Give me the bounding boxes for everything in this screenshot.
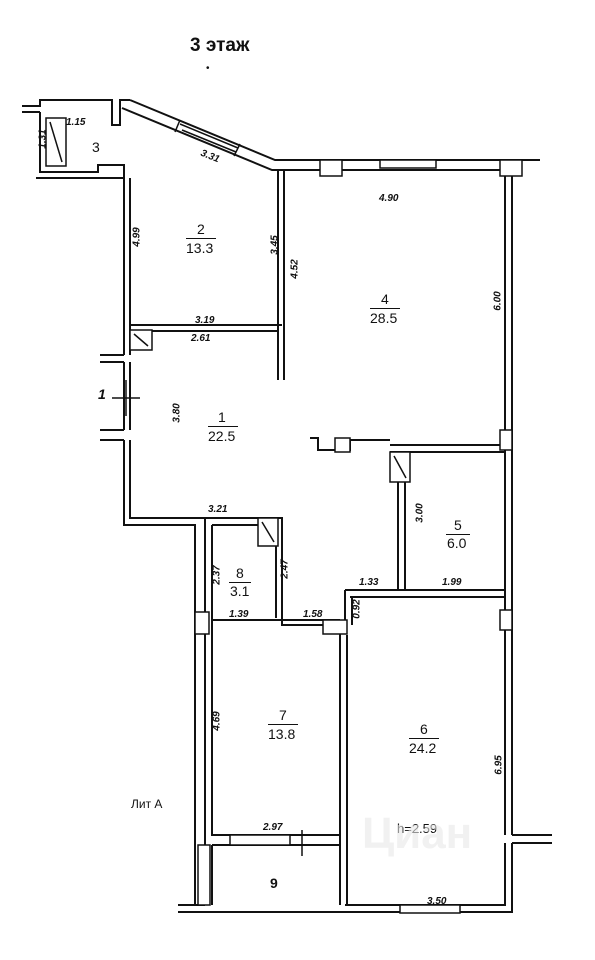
dim-2-97: 2.97 <box>263 822 283 833</box>
room-4-area: 28.5 <box>370 310 398 326</box>
window-room4 <box>379 159 437 169</box>
dim-4-99: 4.99 <box>131 227 143 247</box>
lit-label: Лит А <box>131 797 163 811</box>
room-8-number: 8 <box>236 565 244 581</box>
dim-6-00: 6.00 <box>492 291 504 311</box>
room-7-divider <box>268 724 298 725</box>
page-title: 3 этаж <box>190 35 250 56</box>
dim-4-90: 4.90 <box>379 193 399 204</box>
room-6-divider <box>409 738 439 739</box>
room-5-divider <box>446 534 470 535</box>
ceiling-height-label: h=2.59 <box>397 821 438 836</box>
dim-3-21: 3.21 <box>208 504 228 515</box>
dim-2-47: 2.47 <box>279 559 291 579</box>
room-5-area: 6.0 <box>447 535 467 551</box>
dim-6-95: 6.95 <box>493 755 505 775</box>
room-4-number: 4 <box>381 291 389 307</box>
dim-3-45: 3.45 <box>269 235 281 255</box>
window-room7 <box>229 834 291 846</box>
dim-1-33: 1.33 <box>359 577 379 588</box>
dim-4-52: 4.52 <box>289 259 301 279</box>
room-2-number: 2 <box>197 221 205 237</box>
room-2-area: 13.3 <box>186 240 214 256</box>
room-6-area: 24.2 <box>409 740 437 756</box>
dim-3-19: 3.19 <box>195 315 215 326</box>
wall-room5 <box>390 444 505 453</box>
room-2-divider <box>186 238 216 239</box>
section-marker: 1 <box>98 386 106 402</box>
room-8-divider <box>229 582 251 583</box>
room-9-number: 9 <box>270 875 278 891</box>
room-1-area: 22.5 <box>208 428 236 444</box>
title-dot: • <box>206 63 210 74</box>
dim-2-61: 2.61 <box>191 333 211 344</box>
dim-3-80: 3.80 <box>171 403 183 423</box>
room-1-number: 1 <box>218 409 226 425</box>
wall-room3 <box>39 112 125 178</box>
room-1-divider <box>208 426 238 427</box>
room-7-number: 7 <box>279 707 287 723</box>
wall-room6-7 <box>339 625 348 905</box>
room-7-area: 13.8 <box>268 726 296 742</box>
dim-2-37: 2.37 <box>211 565 223 585</box>
room-4-divider <box>370 308 400 309</box>
dim-4-69: 4.69 <box>211 711 223 731</box>
dim-1-58: 1.58 <box>303 609 323 620</box>
room-3-number: 3 <box>92 139 100 155</box>
dim-1-99: 1.99 <box>442 577 462 588</box>
room-8-area: 3.1 <box>230 583 250 599</box>
window-room6 <box>399 904 461 914</box>
room-6-number: 6 <box>420 721 428 737</box>
wall-diagonal <box>129 99 325 161</box>
dim-0-92: 0.92 <box>351 599 363 619</box>
room-5-number: 5 <box>454 517 462 533</box>
dim-3-50: 3.50 <box>427 896 447 907</box>
dim-1-15: 1.15 <box>66 117 86 128</box>
wall-top-left <box>22 99 130 126</box>
dim-1-31: 1.31 <box>37 129 49 149</box>
dim-1-39: 1.39 <box>229 609 249 620</box>
wall-room8 <box>205 517 340 626</box>
watermark: Циан <box>362 809 473 858</box>
dim-3-00: 3.00 <box>414 503 426 523</box>
